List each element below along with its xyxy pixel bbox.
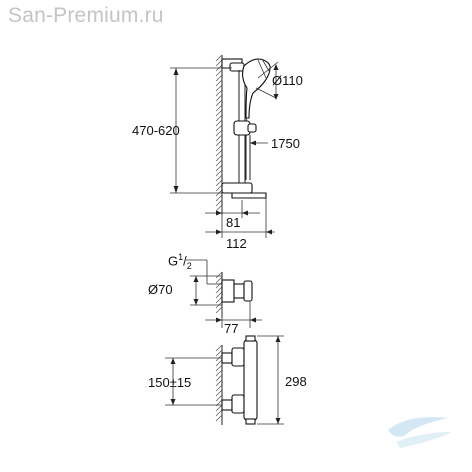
wall-hatch-line [215, 54, 223, 62]
wall-hatch-line [215, 69, 223, 77]
wall-hatch-line [215, 369, 223, 377]
outlet-depth-dimension [205, 301, 262, 328]
handshower-dia-leader [255, 61, 279, 100]
wall-hatch-line [215, 286, 223, 294]
wall-hatch-line [215, 79, 223, 87]
wall-hatch-line [215, 169, 223, 177]
wall-hatch-line [215, 179, 223, 187]
wall-hatch-line [215, 94, 223, 102]
rail-adjust-label: 470-620 [132, 123, 180, 138]
outlet-elbow [221, 279, 253, 303]
rail-bottom-bracket [221, 182, 267, 199]
thread-g: G [168, 253, 179, 269]
wall-upper [215, 54, 223, 215]
wall-hatch-line [215, 409, 223, 417]
escutcheon-dia-dimension [190, 275, 222, 306]
escutcheon-dia-label: Ø70 [148, 282, 173, 297]
wall-hatch-line [215, 164, 223, 172]
thread-den: 2 [186, 260, 192, 271]
thread-leader [186, 259, 222, 285]
wall-hatch-line [215, 359, 223, 367]
wall-hatch-line [215, 119, 223, 127]
wall-hatch-line [215, 144, 223, 152]
handshower-dia-label: Ø110 [272, 73, 303, 88]
wall-hatch-line [215, 89, 223, 97]
wall-hatch-line [215, 394, 223, 402]
connection-spacing-dimension [165, 357, 222, 406]
wall-hatch-line [215, 139, 223, 147]
wall-hatch-line [215, 114, 223, 122]
connection-spacing-label: 150±15 [148, 375, 192, 390]
wall-hatch-line [215, 104, 223, 112]
wall-hatch-line [215, 129, 223, 137]
outlet-depth-label: 77 [224, 321, 239, 336]
wall-lower [215, 344, 223, 425]
rail-slider [233, 120, 257, 136]
thread-label: G1/2 [168, 252, 192, 271]
bathtub-wave-logo-icon [388, 417, 452, 448]
wall-hatch-line [215, 389, 223, 397]
wall-hatch-line [215, 296, 223, 304]
wall-hatch-line [215, 344, 223, 352]
thread-num: 1 [178, 252, 184, 262]
shower-hose [245, 135, 251, 180]
wall-hatch-line [215, 276, 223, 284]
wall-hatch-line [215, 194, 223, 202]
wall-hatch-line [215, 414, 223, 422]
wall-hatch-line [215, 134, 223, 142]
wall-hatch-line [215, 84, 223, 92]
wall-hatch-line [215, 159, 223, 167]
wall-middle [215, 271, 223, 318]
wall-hatch-line [215, 291, 223, 299]
wall-depth-dimensions [205, 198, 275, 238]
wall-hatch-line [215, 204, 223, 212]
hose-length-label: 1750 [271, 136, 300, 151]
wall-hatch-line [215, 384, 223, 392]
watermark-text: San-Premium.ru [8, 4, 164, 27]
rail-adjust-dimension [170, 67, 232, 194]
wall-hatch-line [215, 199, 223, 207]
wall-to-shelf-label: 112 [226, 236, 247, 251]
wall-hatch-line [215, 271, 223, 279]
wall-hatch-line [215, 404, 223, 412]
rail-top-bracket [221, 58, 245, 72]
wall-hatch-line [215, 74, 223, 82]
wall-hatch-line [215, 349, 223, 357]
thermostat-height-label: 298 [285, 374, 307, 389]
thermostat-height-dimension [257, 335, 284, 425]
wall-hatch-line [215, 59, 223, 67]
hose-length-leader [250, 140, 268, 146]
wall-hatch-line [215, 364, 223, 372]
wall-hatch-line [215, 154, 223, 162]
wall-hatch-line [215, 306, 223, 314]
wall-hatch-line [215, 124, 223, 132]
wall-hatch-line [215, 109, 223, 117]
wall-hatch-line [215, 184, 223, 192]
wall-hatch-line [215, 174, 223, 182]
thermostat-body [221, 335, 258, 425]
wall-hatch-line [215, 149, 223, 157]
wall-hatch-line [215, 281, 223, 289]
wall-hatch-line [215, 99, 223, 107]
wall-hatch-line [215, 374, 223, 382]
wall-hatch-line [215, 379, 223, 387]
wall-to-rail-label: 81 [226, 215, 241, 230]
